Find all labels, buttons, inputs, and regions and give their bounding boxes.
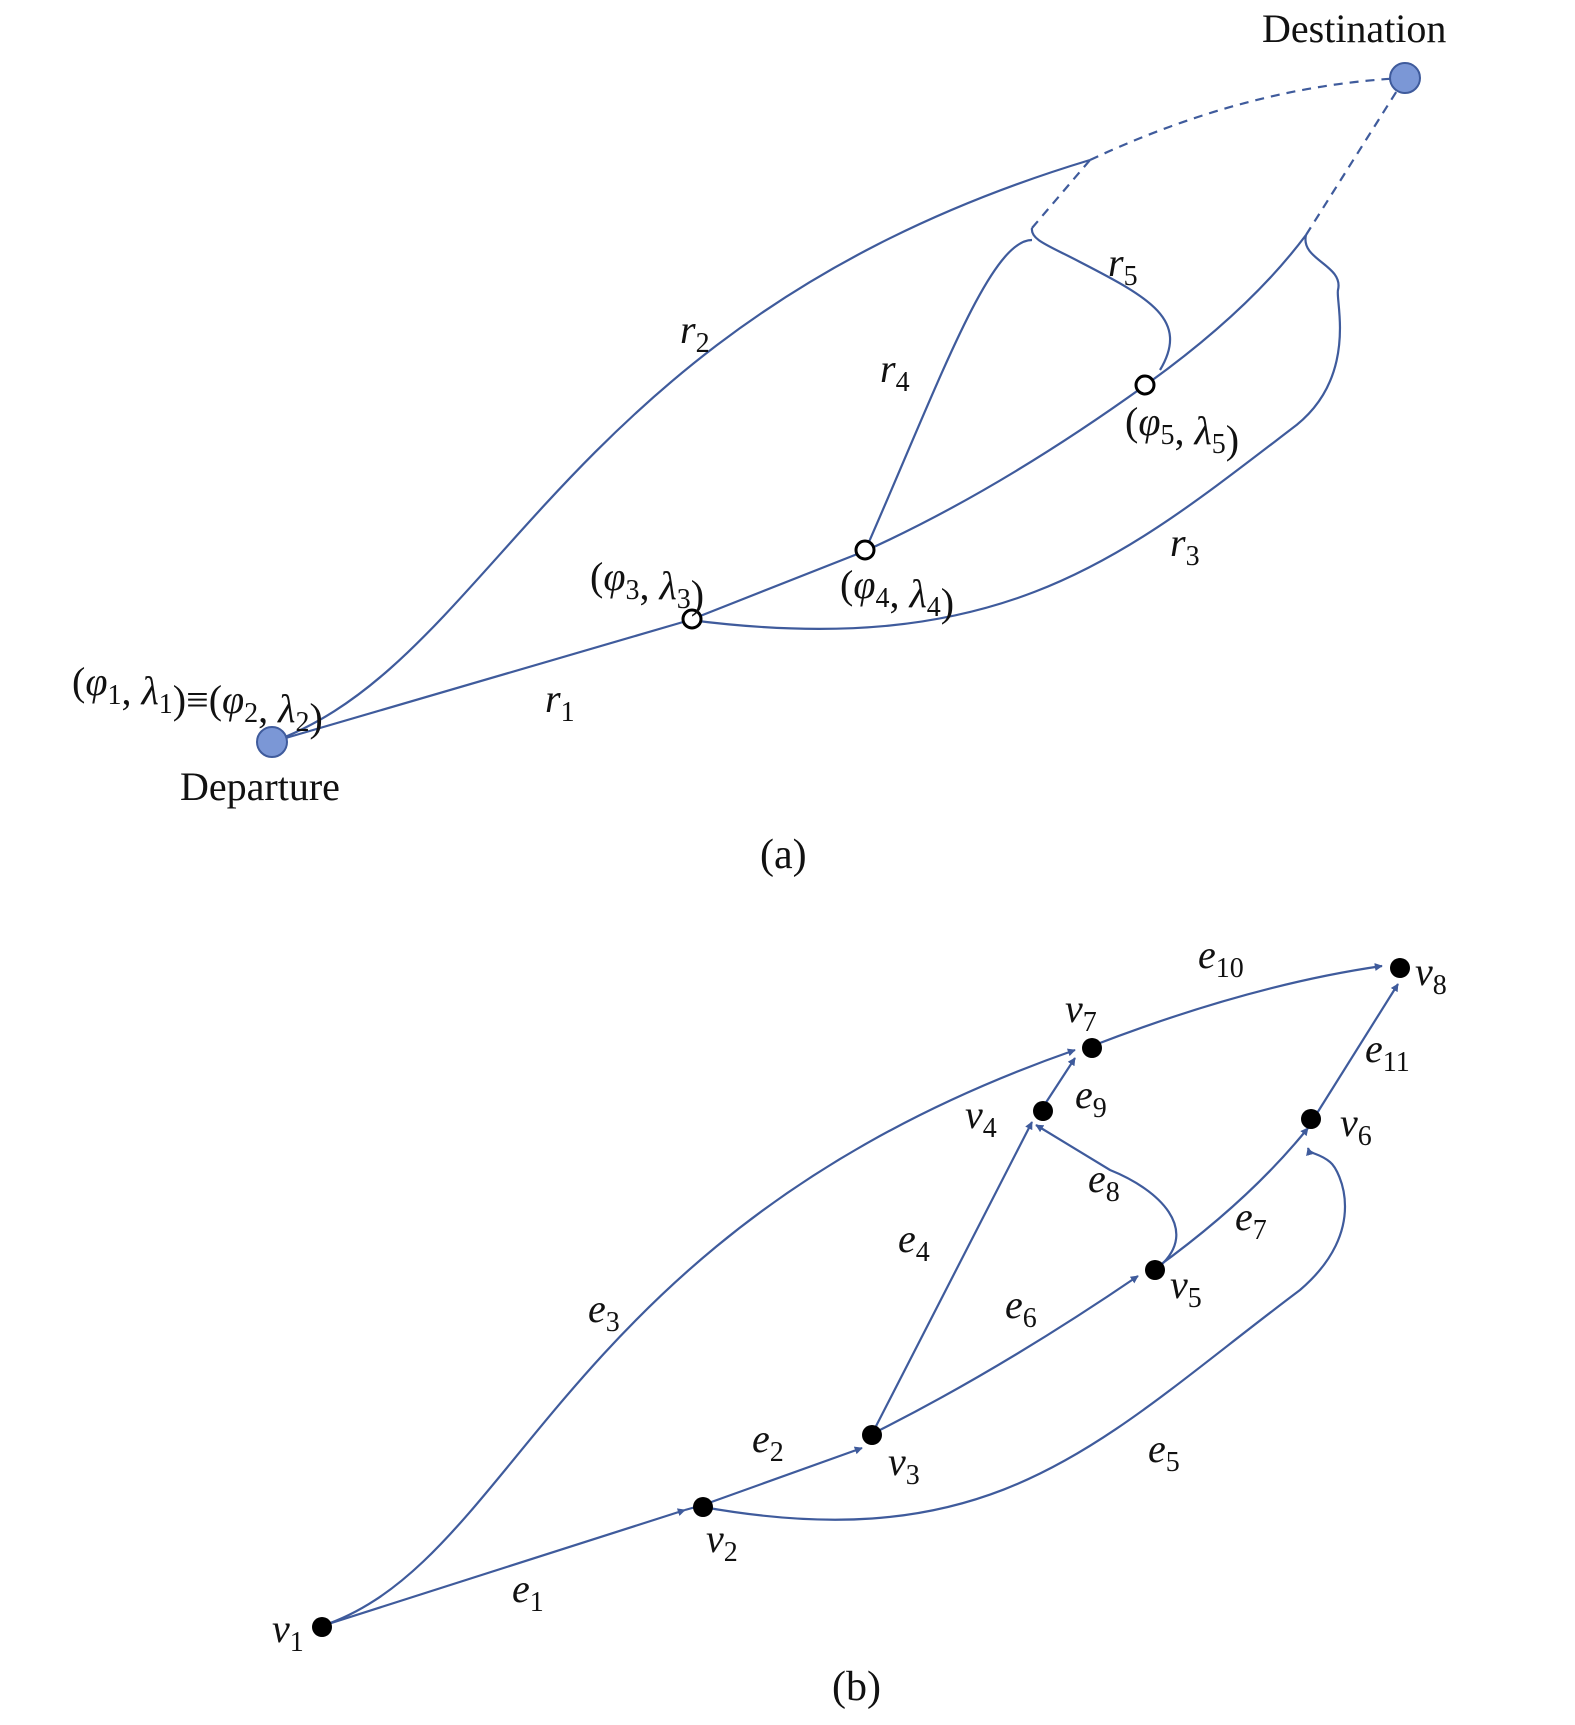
- edge-label-e3: e3: [588, 1286, 620, 1338]
- vertex-v1: [312, 1617, 332, 1637]
- edge-e2: [702, 1446, 863, 1507]
- edge-e6: [871, 1275, 1139, 1435]
- route-r5: [1030, 227, 1172, 371]
- route-r1: [271, 618, 691, 744]
- edge-label-e6: e6: [1005, 1282, 1037, 1334]
- vertex-label-v3: v3: [888, 1439, 920, 1491]
- vertex-v7: [1082, 1038, 1102, 1058]
- edge-e3: [321, 1048, 1076, 1628]
- edge-e1: [321, 1508, 686, 1628]
- vertex-v8: [1390, 958, 1410, 978]
- edge-label-e9: e9: [1075, 1072, 1107, 1124]
- destination-node: [1389, 62, 1421, 94]
- edge-e11: [1313, 983, 1399, 1119]
- edge-e5: [702, 1147, 1347, 1521]
- route-label-r5: r5: [1108, 240, 1138, 292]
- waypoint-5-label: (φ5, λ5): [1125, 399, 1239, 462]
- vertex-v6: [1301, 1109, 1321, 1129]
- edge-label-e2: e2: [752, 1416, 784, 1468]
- dashed-route-r1-destination: [1305, 77, 1406, 236]
- edge-label-e11: e11: [1365, 1026, 1410, 1078]
- vertex-v4: [1033, 1101, 1053, 1121]
- edge-e7: [1155, 1127, 1309, 1269]
- route-r2: [271, 158, 1091, 744]
- edge-e4: [871, 1121, 1033, 1435]
- edge-label-e8: e8: [1088, 1156, 1120, 1208]
- vertex-v5: [1145, 1260, 1165, 1280]
- route-r1-continuation: [689, 234, 1307, 622]
- departure-coords-label: (φ1, λ1)≡(φ2, λ2): [72, 659, 323, 740]
- caption-a: (a): [760, 832, 807, 878]
- edge-label-e10: e10: [1198, 932, 1244, 984]
- waypoint-4: [854, 539, 876, 561]
- edge-label-e4: e4: [898, 1216, 930, 1268]
- panel-a: Destination Departure (φ1, λ1)≡(φ2, λ2) …: [72, 6, 1446, 878]
- edge-e9: [1044, 1057, 1076, 1105]
- edge-e8: [1035, 1124, 1178, 1267]
- waypoint-5: [1134, 374, 1156, 396]
- edge-e10: [1091, 963, 1383, 1048]
- vertex-label-v7: v7: [1065, 986, 1097, 1038]
- route-label-r2: r2: [680, 307, 710, 359]
- vertex-label-v6: v6: [1340, 1100, 1372, 1152]
- vertex-v3: [862, 1425, 882, 1445]
- vertex-label-v5: v5: [1170, 1262, 1202, 1314]
- route-label-r4: r4: [880, 346, 910, 398]
- caption-b: (b): [832, 1664, 881, 1710]
- panel-b: v1 v2 v3 v4 v5 v6 v7 v8 e1 e2 e3 e4 e5 e…: [272, 932, 1447, 1710]
- waypoint-3: [681, 608, 703, 630]
- departure-label: Departure: [180, 764, 340, 809]
- vertex-label-v4: v4: [965, 1092, 997, 1144]
- route-label-r1: r1: [545, 676, 575, 728]
- departure-node: [256, 726, 288, 758]
- vertex-label-v8: v8: [1415, 949, 1447, 1001]
- vertex-label-v2: v2: [706, 1516, 738, 1568]
- route-label-r3: r3: [1170, 520, 1200, 572]
- dashed-route-r2-destination: [1089, 76, 1406, 161]
- waypoint-4-label: (φ4, λ4): [840, 562, 954, 625]
- edge-label-e7: e7: [1235, 1194, 1267, 1246]
- waypoint-3-label: (φ3, λ3): [590, 554, 704, 617]
- route-r3: [689, 234, 1341, 631]
- edge-label-e5: e5: [1148, 1426, 1180, 1478]
- edge-label-e1: e1: [512, 1566, 544, 1618]
- vertex-label-v1: v1: [272, 1606, 304, 1658]
- route-r4: [863, 238, 1033, 552]
- destination-label: Destination: [1262, 6, 1446, 51]
- vertex-v2: [693, 1497, 713, 1517]
